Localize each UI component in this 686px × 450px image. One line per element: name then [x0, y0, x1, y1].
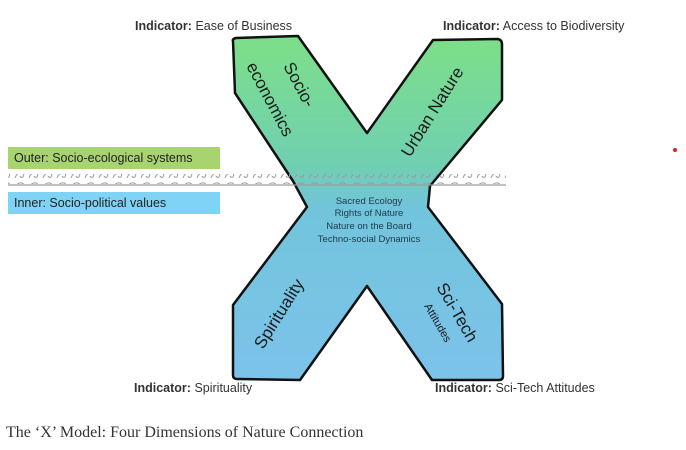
indicator-label: Indicator:	[135, 19, 192, 33]
indicator-value: Sci-Tech Attitudes	[495, 381, 595, 395]
inner-layer-label: Inner: Socio-political values	[8, 192, 220, 214]
indicator-value: Access to Biodiversity	[502, 19, 625, 33]
outer-layer-label: Outer: Socio-ecological systems	[8, 147, 220, 169]
red-dot-marker	[673, 148, 677, 152]
center-item: Techno-social Dynamics	[318, 234, 421, 245]
center-item: Rights of Nature	[335, 208, 404, 219]
x-shape	[231, 34, 505, 382]
indicator-bottom-left: Indicator: Spirituality	[134, 381, 252, 395]
wave-divider	[8, 174, 506, 186]
center-item: Nature on the Board	[326, 221, 412, 232]
indicator-top-left: Indicator: Ease of Business	[135, 19, 292, 33]
indicator-label: Indicator:	[443, 19, 500, 33]
center-item: Sacred Ecology	[336, 196, 403, 207]
indicator-label: Indicator:	[134, 381, 191, 395]
indicator-top-right: Indicator: Access to Biodiversity	[443, 19, 624, 33]
indicator-label: Indicator:	[435, 381, 492, 395]
indicator-value: Ease of Business	[195, 19, 293, 33]
figure-caption: The ‘X’ Model: Four Dimensions of Nature…	[6, 424, 364, 441]
indicator-value: Spirituality	[194, 381, 253, 395]
indicator-bottom-right: Indicator: Sci-Tech Attitudes	[435, 381, 595, 395]
